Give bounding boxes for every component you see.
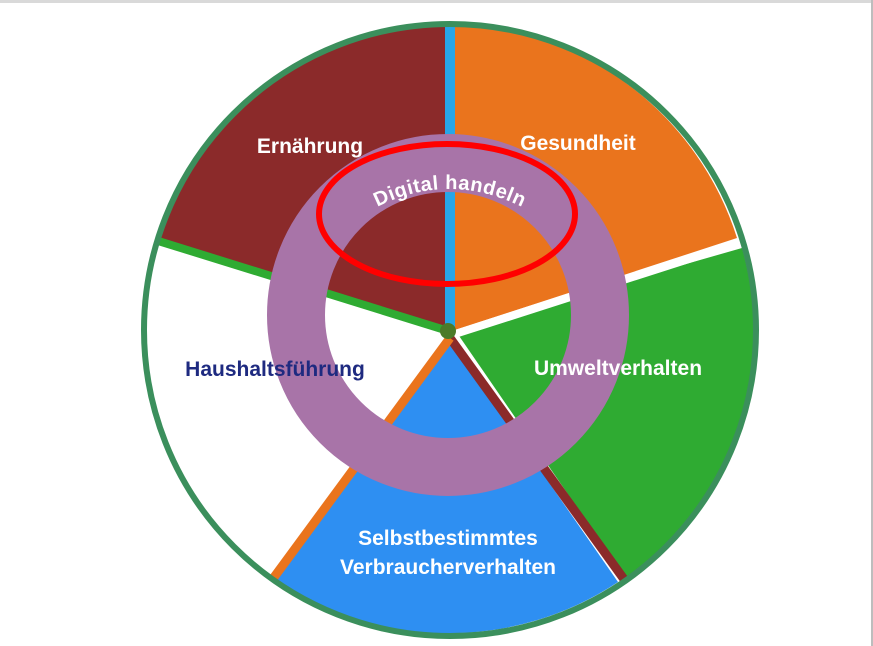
label-ernaehrung: Ernährung (257, 135, 363, 158)
segment-gesundheit (455, 24, 737, 330)
wheel-center-hub (440, 323, 456, 339)
label-verbraucherverhalten-line1: Selbstbestimmtes (358, 527, 538, 550)
label-gesundheit: Gesundheit (520, 132, 636, 155)
label-haushaltsfuehrung: Haushaltsführung (185, 358, 365, 381)
window-top-edge (0, 0, 873, 3)
label-verbraucherverhalten-line2: Verbraucherverhalten (340, 556, 556, 579)
segment-umweltverhalten (455, 248, 754, 580)
digital-handeln-ring (267, 134, 629, 496)
highlight-ellipse (316, 141, 578, 287)
wheel-outer-border (141, 21, 759, 639)
label-umweltverhalten: Umweltverhalten (534, 357, 702, 380)
window-right-edge (871, 0, 873, 646)
segment-ernaehrung (157, 24, 445, 330)
